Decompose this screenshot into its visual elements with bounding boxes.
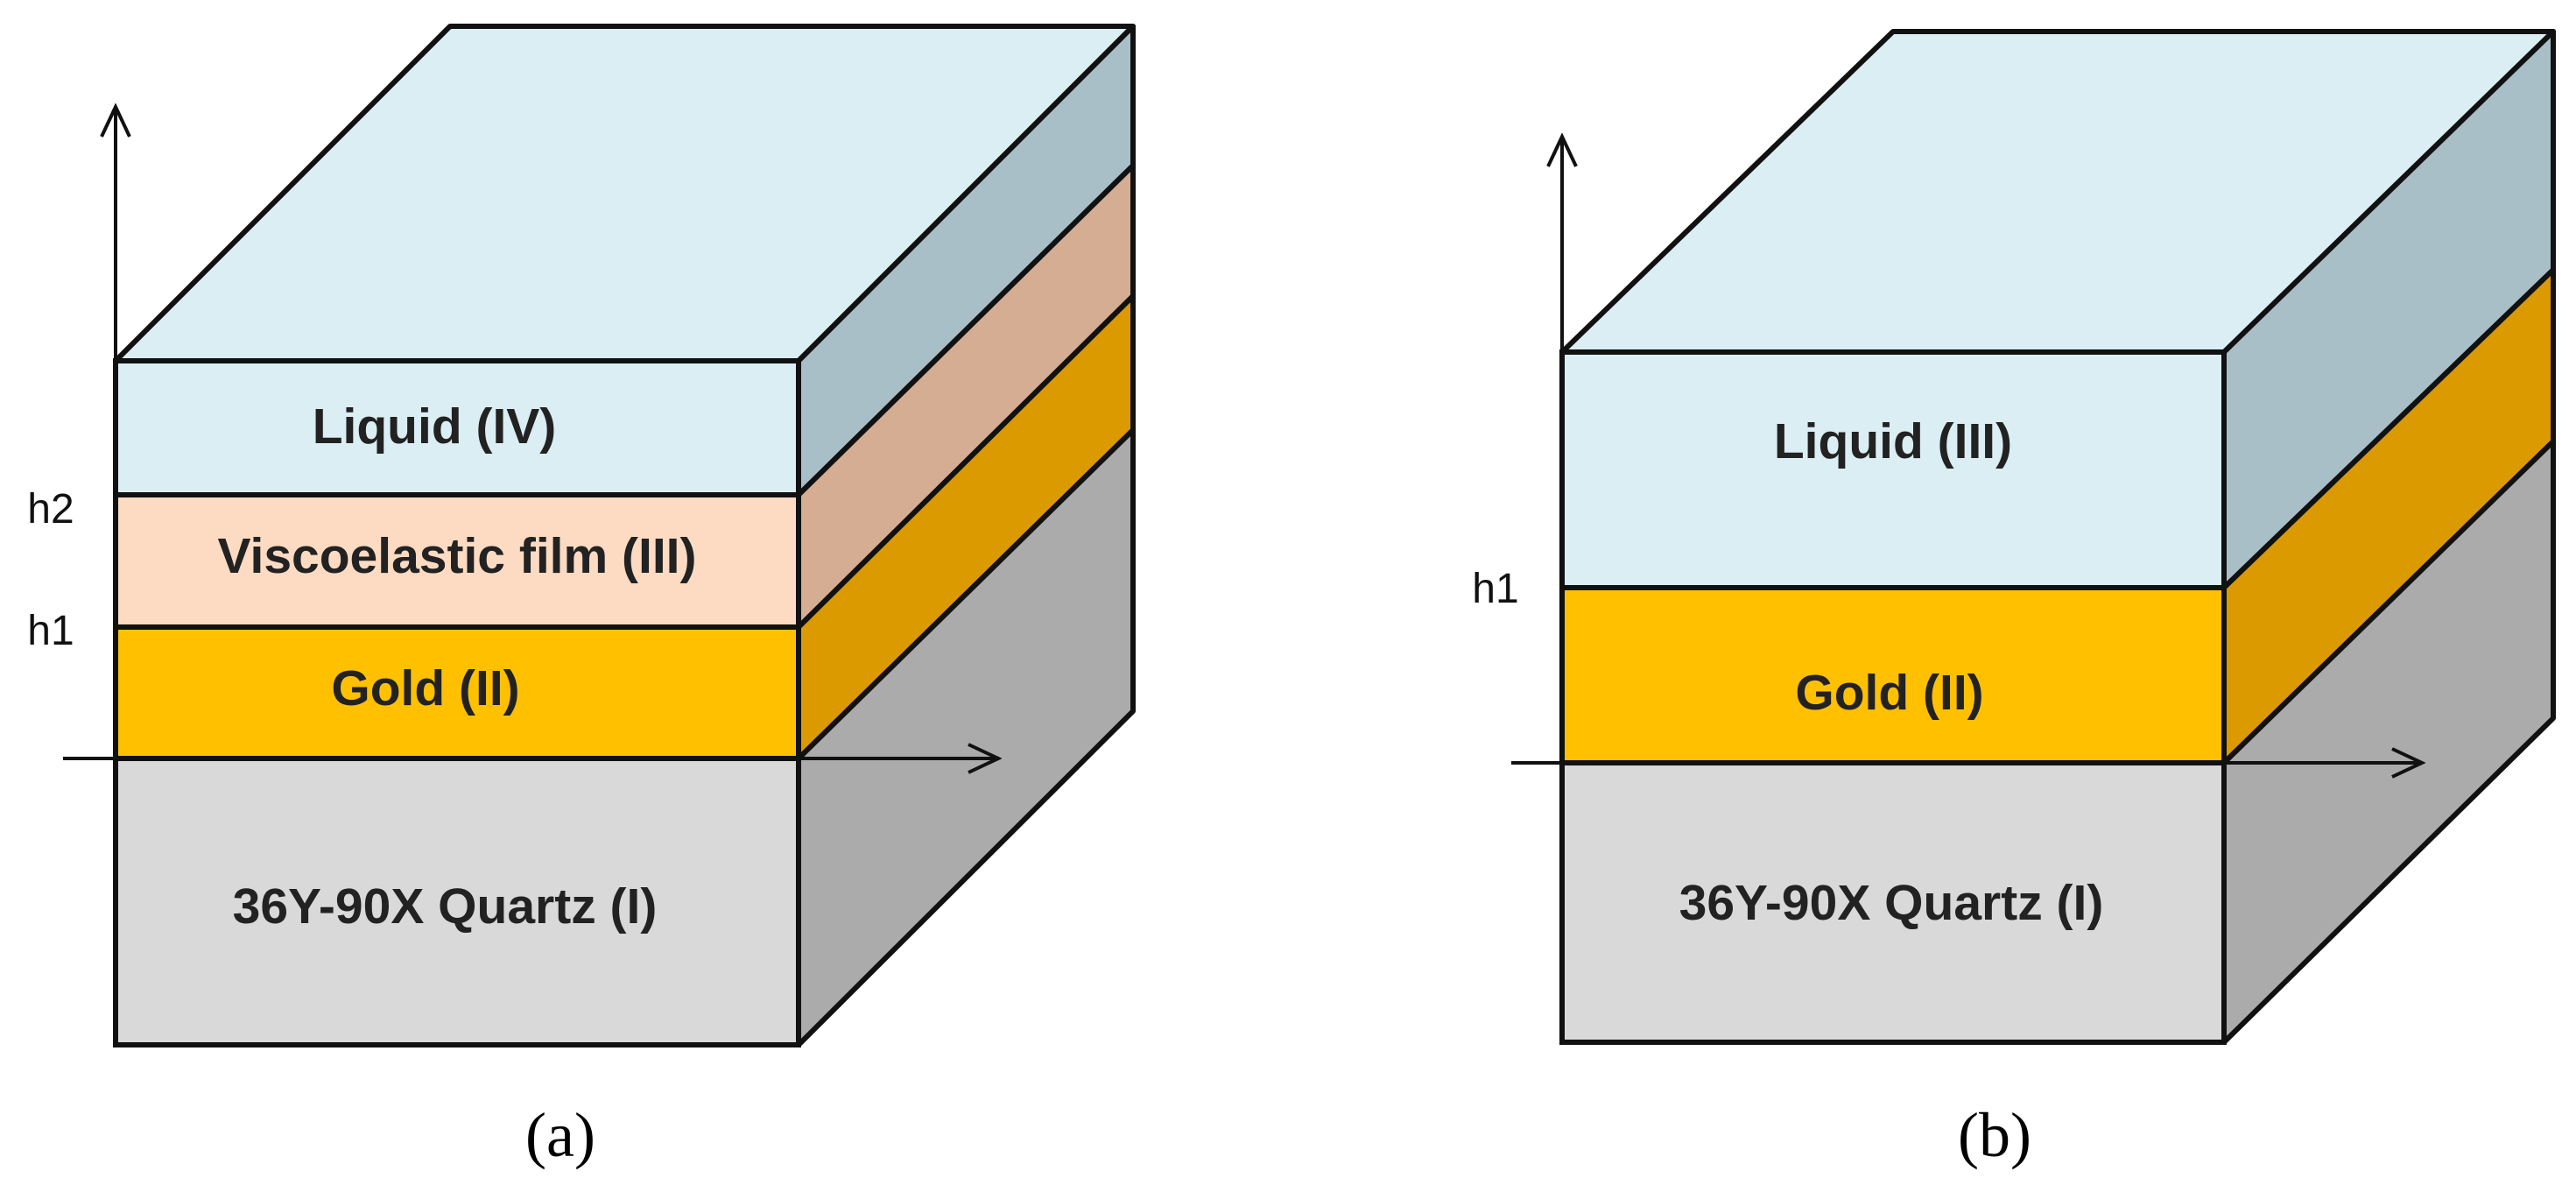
panel-a-caption: (a) <box>525 1100 595 1170</box>
panel-b-caption: (b) <box>1958 1100 2031 1170</box>
panel-b-quartz-label: 36Y-90X Quartz (I) <box>1679 875 2104 931</box>
panel-a-liquid-front <box>113 358 801 497</box>
panel-b-liquid-label: Liquid (III) <box>1774 413 2012 469</box>
panel-a: Liquid (IV) Viscoelastic film (III) Gold… <box>27 24 1136 1170</box>
panel-a-quartz-front <box>113 756 801 1047</box>
panel-a-liquid-label: Liquid (IV) <box>313 399 557 455</box>
panel-b-liquid-front <box>1559 349 2227 590</box>
panel-a-gold-label: Gold (II) <box>331 660 519 716</box>
panel-a-film-label: Viscoelastic film (III) <box>218 528 697 584</box>
panel-b-h1-label: h1 <box>1472 566 1518 612</box>
panel-a-film-front <box>113 492 801 630</box>
panel-a-h2-label: h2 <box>27 486 74 533</box>
panel-a-gold-front <box>113 624 801 761</box>
panel-b-quartz-front <box>1559 760 2227 1045</box>
panel-b-gold-front <box>1559 585 2227 765</box>
panel-a-h1-label: h1 <box>27 608 74 654</box>
panel-b-gold-label: Gold (II) <box>1795 665 1983 721</box>
panel-b: Liquid (III) Gold (II) 36Y-90X Quartz (I… <box>1472 29 2556 1170</box>
panel-a-quartz-label: 36Y-90X Quartz (I) <box>233 878 658 935</box>
